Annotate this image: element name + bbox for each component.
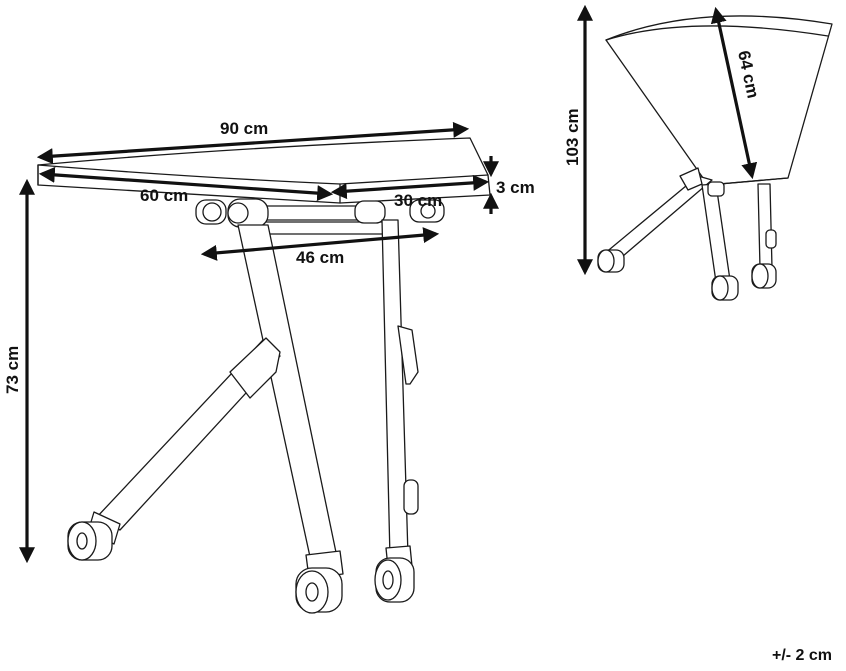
dimension-width: 90 cm: [36, 119, 470, 165]
side-label: 30 cm: [394, 191, 442, 210]
depth-label: 60 cm: [140, 186, 188, 205]
thickness-label: 3 cm: [496, 178, 535, 197]
folded-table-top: [605, 15, 833, 186]
caster-left: [67, 521, 113, 561]
dimension-height: 73 cm: [3, 178, 35, 564]
leg-span-label: 46 cm: [296, 248, 344, 267]
dimension-folded-height: 103 cm: [563, 4, 593, 276]
folded-caster-left: [597, 249, 625, 273]
hinge-knob-left: [195, 199, 227, 225]
folded-height-label: 103 cm: [563, 108, 582, 166]
dimension-thickness: 3 cm: [483, 156, 535, 214]
dimension-side: 30 cm: [330, 174, 490, 210]
height-label: 73 cm: [3, 346, 22, 394]
hinge-knob-right: [354, 199, 445, 224]
caster-middle: [295, 567, 343, 614]
hinge-knob-center: [227, 198, 269, 228]
caster-right: [374, 557, 415, 603]
width-label: 90 cm: [220, 119, 268, 138]
table-folded-drawing: [597, 15, 833, 301]
folded-caster-right: [751, 263, 777, 289]
dimension-leg-span: 46 cm: [200, 227, 440, 267]
tolerance-note: +/- 2 cm: [771, 647, 832, 664]
folded-caster-middle: [711, 275, 739, 301]
dimension-depth: 60 cm: [38, 166, 334, 205]
